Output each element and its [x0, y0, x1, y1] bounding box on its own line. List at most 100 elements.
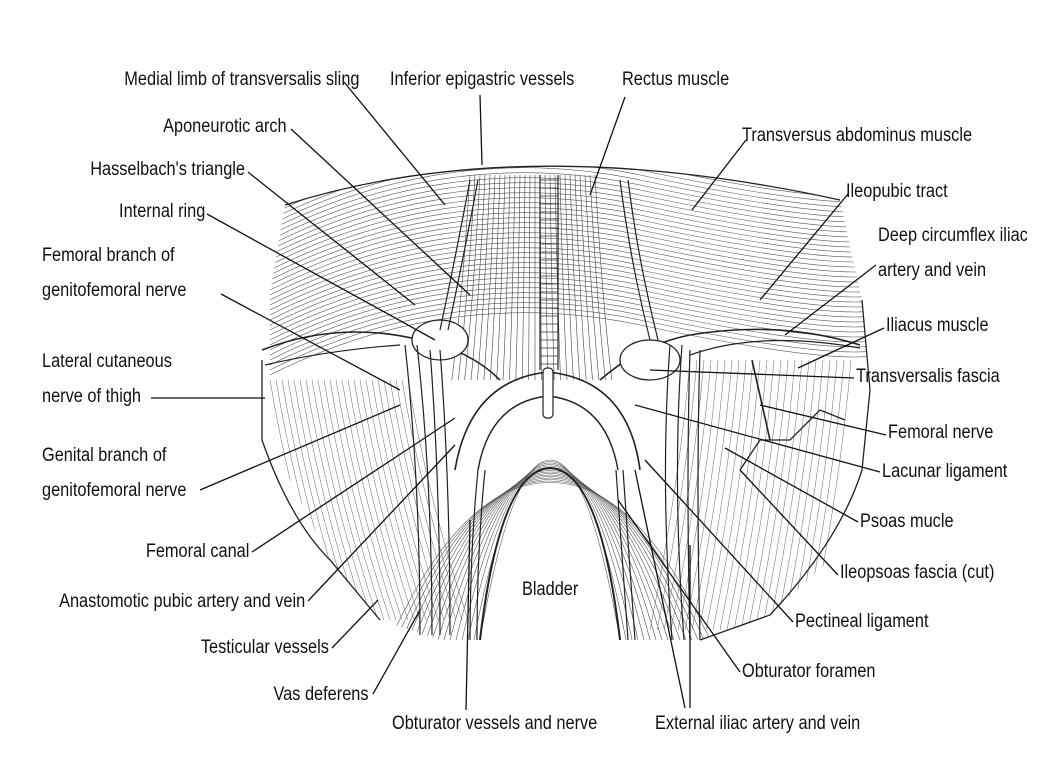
- wall-fiber: [270, 228, 880, 290]
- wall-fiber: [270, 218, 880, 280]
- label-iliacus-muscle: Iliacus muscle: [886, 314, 989, 337]
- thigh-fiber-right: [685, 360, 725, 630]
- label-external-iliac: External iliac artery and vein: [655, 712, 860, 735]
- wall-fiber: [270, 223, 880, 285]
- leader-line: [373, 610, 420, 694]
- leader-line: [740, 470, 838, 575]
- bladder-fiber: [462, 465, 638, 641]
- label-obturator-vessels: Obturator vessels and nerve: [392, 712, 597, 735]
- label-vas-deferens: Vas deferens: [274, 683, 369, 706]
- thigh-fiber-right: [811, 360, 851, 630]
- thigh-fiber-left: [330, 380, 390, 620]
- bladder-fiber: [426, 474, 674, 641]
- thigh-fiber-right: [699, 360, 739, 630]
- wall-fiber: [270, 313, 880, 375]
- wall-fiber: [270, 178, 880, 240]
- thigh-fiber-left: [336, 380, 396, 620]
- wall-fiber: [270, 258, 880, 320]
- label-genital-branch: Genital branch of genitofemoral nerve: [42, 444, 186, 502]
- bladder-fiber: [474, 462, 626, 641]
- thigh-fiber-left: [360, 380, 420, 620]
- label-internal-ring: Internal ring: [119, 200, 205, 223]
- label-pectineal-ligament: Pectineal ligament: [795, 610, 929, 633]
- label-inferior-epigastric: Inferior epigastric vessels: [390, 68, 574, 91]
- leader-lines: [151, 82, 886, 710]
- label-hasselbach-triangle: Hasselbach's triangle: [90, 158, 245, 181]
- circumflex-right: [690, 340, 860, 355]
- thigh-fiber-right: [748, 360, 788, 630]
- label-lacunar-ligament: Lacunar ligament: [882, 460, 1007, 483]
- thigh-fiber-left: [372, 380, 432, 620]
- leader-line: [332, 600, 378, 648]
- thigh-fiber-left: [312, 380, 372, 620]
- wall-fiber: [270, 188, 880, 250]
- label-lateral-cutaneous-line2: nerve of thigh: [42, 385, 172, 408]
- leader-line: [291, 129, 470, 295]
- label-ileopsoas-fascia: Ileopsoas fascia (cut): [840, 561, 994, 584]
- label-femoral-nerve: Femoral nerve: [888, 421, 993, 444]
- thigh-fiber-right: [769, 360, 809, 630]
- thigh-fiber-left: [288, 380, 348, 620]
- label-genital-branch-line2: genitofemoral nerve: [42, 479, 186, 502]
- wall-fiber: [270, 198, 880, 260]
- wall-fiber: [270, 303, 880, 365]
- symphysis: [543, 368, 553, 418]
- label-medial-limb: Medial limb of transversalis sling: [124, 68, 359, 91]
- thigh-fiber-left: [342, 380, 402, 620]
- thigh-fiber-right: [706, 360, 746, 630]
- label-anastomotic-pubic: Anastomotic pubic artery and vein: [59, 590, 305, 613]
- label-lateral-cutaneous-line1: Lateral cutaneous: [42, 350, 172, 373]
- wall-fiber: [270, 183, 880, 245]
- wall-fiber: [270, 193, 880, 255]
- structure-outlines: [262, 166, 870, 640]
- iliac-vessel-right-a: [665, 345, 672, 640]
- internal-ring-right: [620, 340, 680, 380]
- wall-fiber: [270, 238, 880, 300]
- leader-line: [725, 448, 858, 522]
- wall-fiber: [270, 308, 880, 370]
- thigh-fiber-left: [306, 380, 366, 620]
- thigh-fiber-left: [276, 380, 336, 620]
- leader-line: [344, 82, 445, 205]
- thigh-fiber-right: [783, 360, 823, 630]
- bladder-fiber: [480, 460, 620, 640]
- femoral-nerve-right: [752, 360, 770, 440]
- left-outline: [262, 360, 380, 620]
- leader-line: [692, 140, 746, 210]
- leader-line: [221, 294, 400, 390]
- rectus-fiber: [565, 175, 573, 380]
- label-femoral-branch-line2: genitofemoral nerve: [42, 279, 186, 302]
- thigh-fiber-left: [270, 380, 330, 620]
- label-bladder: Bladder: [522, 578, 578, 601]
- thigh-fiber-right: [713, 360, 753, 630]
- thigh-fiber-left: [318, 380, 378, 620]
- thigh-fiber-left: [384, 380, 444, 620]
- label-testicular-vessels: Testicular vessels: [201, 636, 329, 659]
- thigh-fiber-left: [282, 380, 342, 620]
- thigh-fiber-right: [762, 360, 802, 630]
- label-psoas-muscle: Psoas mucle: [860, 510, 954, 533]
- label-transversalis-fascia: Transversalis fascia: [856, 365, 1000, 388]
- rectus-fiber: [484, 175, 495, 380]
- bladder-fiber: [468, 463, 632, 640]
- leader-line: [200, 405, 400, 490]
- leader-line: [760, 194, 848, 300]
- obturator-right-b: [623, 470, 635, 640]
- wall-fiber: [270, 203, 880, 265]
- obturator-right-a: [616, 470, 628, 640]
- bladder-fiber: [450, 468, 650, 641]
- label-deep-circumflex-line1: Deep circumflex iliac: [878, 224, 1028, 247]
- thigh-fiber-right: [734, 360, 774, 630]
- label-aponeurotic-arch: Aponeurotic arch: [163, 115, 287, 138]
- label-femoral-canal: Femoral canal: [145, 540, 249, 563]
- thigh-fiber-right: [720, 360, 760, 630]
- wall-fiber: [270, 298, 880, 360]
- bladder-fiber: [396, 481, 704, 640]
- rectus-fiber: [550, 175, 554, 380]
- wall-fiber: [270, 208, 880, 270]
- label-deep-circumflex: Deep circumflex iliac artery and vein: [878, 224, 1028, 282]
- thigh-fiber-left: [354, 380, 414, 620]
- muscle-fibers: [270, 148, 880, 640]
- label-ileopubic-tract: Ileopubic tract: [846, 180, 948, 203]
